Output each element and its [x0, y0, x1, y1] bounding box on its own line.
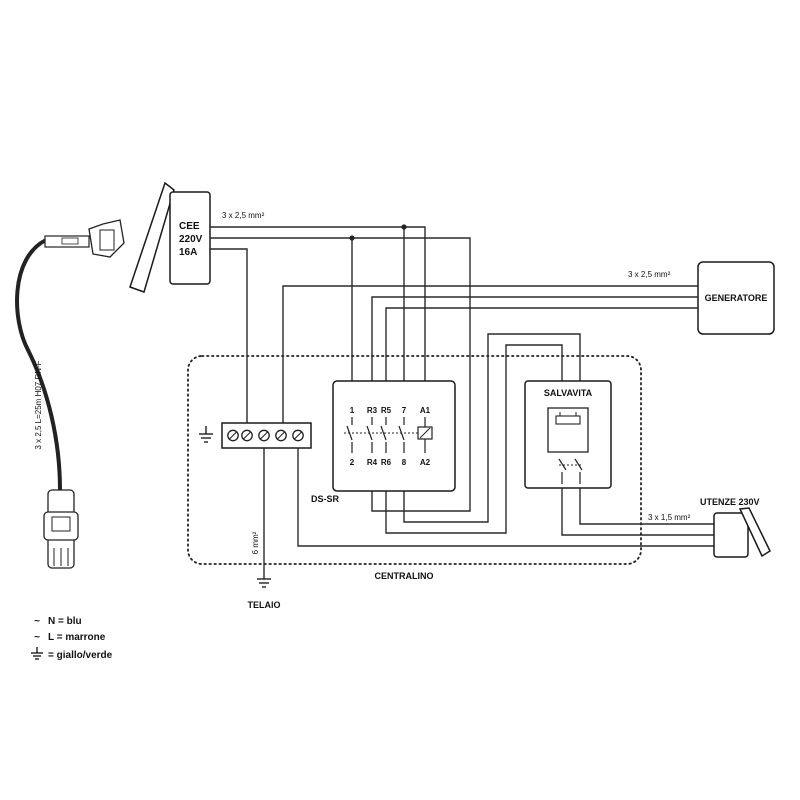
relay-terminal-7: 7	[402, 406, 407, 415]
relay-terminal-r3: R3	[367, 406, 378, 415]
legend-neutral: ~ N = blu	[30, 614, 112, 630]
salvavita-label: SALVAVITA	[544, 388, 593, 398]
salvavita-breaker: SALVAVITA	[524, 380, 612, 489]
centralino-enclosure	[187, 355, 642, 565]
utenze-socket	[713, 507, 771, 558]
legend-earth: = giallo/verde	[30, 646, 112, 666]
legend-earth-text: = giallo/verde	[48, 650, 113, 661]
generatore-label: GENERATORE	[705, 293, 768, 303]
relay-terminal-2: 2	[350, 458, 355, 467]
wires	[210, 224, 716, 579]
relay-terminal-8: 8	[402, 458, 407, 467]
color-legend: ~ N = blu ~ L = marrone = giallo/verde	[30, 614, 112, 666]
generatore-box	[697, 261, 775, 335]
relay-terminal-1: 1	[350, 406, 355, 415]
relay-contacts	[344, 417, 418, 453]
ground-icon	[30, 646, 44, 666]
cee-socket: CEE 220V 16A	[129, 181, 211, 293]
relay-coil	[417, 417, 433, 453]
legend-neutral-text: N = blu	[48, 616, 82, 627]
utenze-label: UTENZE 230V	[700, 497, 760, 507]
relay-terminal-a2: A2	[420, 458, 431, 467]
terminal-block	[221, 422, 312, 449]
ground-wire-label: 6 mm²	[251, 531, 260, 554]
plug-cable-label: 3 x 2,5 L=25m H07 RN-F	[34, 360, 43, 449]
ground-symbol-centralino	[199, 426, 213, 443]
ds-sr-label: DS-SR	[311, 494, 340, 504]
cee-label-line2: 220V	[179, 234, 203, 245]
cee-label-line3: 16A	[179, 247, 197, 258]
tilde-icon: ~	[34, 632, 40, 643]
cable-label-utenze: 3 x 1,5 mm²	[648, 513, 691, 522]
cee-label-line1: CEE	[179, 221, 200, 232]
relay-terminal-r5: R5	[381, 406, 392, 415]
cable-label-top: 3 x 2,5 mm²	[222, 211, 265, 220]
telaio-label: TELAIO	[248, 600, 281, 610]
cee-plug	[15, 219, 125, 569]
ds-sr-relay: 1 R3 R5 7 A1 2 R4 R6 8 A2	[332, 380, 456, 492]
centralino-label: CENTRALINO	[375, 571, 434, 581]
terminal-screws	[227, 429, 304, 442]
relay-terminal-a1: A1	[420, 406, 431, 415]
legend-line-text: L = marrone	[48, 632, 106, 643]
ground-symbol-telaio	[257, 578, 271, 588]
relay-terminal-r4: R4	[367, 458, 378, 467]
tilde-icon: ~	[34, 616, 40, 627]
relay-terminal-r6: R6	[381, 458, 392, 467]
cable-label-generatore: 3 x 2,5 mm²	[628, 270, 671, 279]
legend-line: ~ L = marrone	[30, 630, 112, 646]
